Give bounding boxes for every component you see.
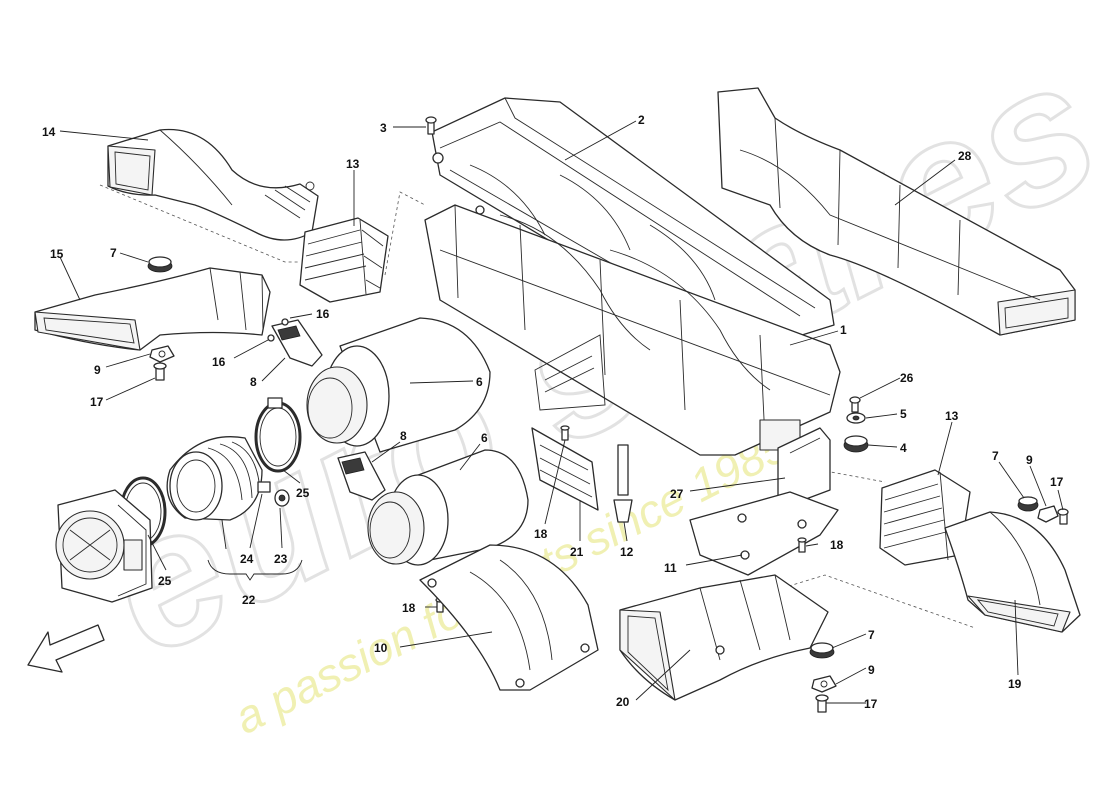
part-26-screw (849, 396, 861, 413)
part-18-screw-right (797, 537, 807, 553)
callout-9-right: 9 (1026, 453, 1033, 467)
callout-7-right: 7 (992, 449, 999, 463)
callout-18-lower: 18 (402, 601, 416, 615)
callout-19: 19 (1008, 677, 1022, 691)
callout-12: 12 (620, 545, 634, 559)
callout-7-lower: 7 (868, 628, 875, 642)
part-9-nut-upper (149, 345, 175, 363)
callout-13-right: 13 (945, 409, 959, 423)
callout-11: 11 (664, 561, 677, 575)
callout-16-upper: 16 (316, 307, 330, 321)
part-17-bolt-lower (815, 694, 829, 713)
part-2-airbox-cover (431, 97, 835, 346)
callout-27: 27 (670, 487, 684, 501)
callout-18-right: 18 (830, 538, 844, 552)
callout-8-upper: 8 (250, 375, 257, 389)
part-20-lower-duct (619, 574, 829, 701)
callout-21: 21 (570, 545, 584, 559)
callout-17-lower: 17 (864, 697, 878, 711)
part-8-sensor-lower (337, 451, 386, 501)
part-19-right-duct (944, 511, 1081, 633)
arrow-down-left-icon (27, 624, 105, 673)
part-23-fitting (274, 489, 290, 507)
part-28-duct (717, 87, 1076, 336)
callout-9-lower: 9 (868, 663, 875, 677)
part-3-bolt (425, 116, 437, 135)
callout-2: 2 (638, 113, 645, 127)
callout-4: 4 (900, 441, 907, 455)
callout-25-upper: 25 (296, 486, 310, 500)
callout-17-upper: 17 (90, 395, 104, 409)
part-12-pin (613, 444, 633, 523)
part-5-grommet (846, 412, 866, 424)
part-10-shield (419, 544, 599, 691)
part-9-nut-right (1037, 505, 1059, 523)
part-11-plate (689, 491, 839, 576)
part-1-airbox-housing (424, 204, 841, 456)
callout-8-lower: 8 (400, 429, 407, 443)
callout-26: 26 (900, 371, 914, 385)
part-25-clamp-upper (254, 397, 302, 473)
callout-15: 15 (50, 247, 64, 261)
callout-3: 3 (380, 121, 387, 135)
callout-6-lower: 6 (481, 431, 488, 445)
part-9-nut-lower (811, 675, 837, 693)
callout-14: 14 (42, 125, 56, 139)
callout-23: 23 (274, 552, 288, 566)
callout-20: 20 (616, 695, 630, 709)
assembly-guides (99, 184, 976, 629)
part-7-grommet-right (1017, 496, 1039, 512)
callout-10: 10 (374, 641, 388, 655)
part-18-screw-mid (560, 425, 570, 441)
callout-7-upper: 7 (110, 246, 117, 260)
part-24-bellows-hose (166, 436, 271, 521)
part-17-bolt-right (1057, 508, 1069, 525)
callout-18-mid: 18 (534, 527, 548, 541)
part-8-sensor-upper (267, 318, 323, 367)
part-7-grommet-upper (147, 256, 173, 273)
callout-1: 1 (840, 323, 847, 337)
callout-22: 22 (242, 593, 256, 607)
leader-lines (59, 120, 1064, 704)
part-4-grommet (843, 435, 869, 453)
callout-labels: 14 13 3 2 28 7 15 16 16 9 17 8 6 1 26 5 … (42, 113, 1064, 711)
callout-17-right: 17 (1050, 475, 1064, 489)
part-7-grommet-lower (809, 642, 835, 659)
part-17-bolt-upper (153, 362, 167, 381)
part-21-bracket (531, 427, 599, 511)
part-15-side-duct (34, 267, 271, 351)
part-14-intake-duct (107, 128, 319, 241)
part-6-filter-lower (367, 449, 529, 566)
callout-9-upper: 9 (94, 363, 101, 377)
callout-16-lower: 16 (212, 355, 226, 369)
part-6-filter-upper (306, 317, 491, 453)
callout-24: 24 (240, 552, 254, 566)
callout-25-lower: 25 (158, 574, 172, 588)
part-13-bellows-upper (299, 217, 389, 303)
callout-5: 5 (900, 407, 907, 421)
callout-28: 28 (958, 149, 972, 163)
callout-13-upper: 13 (346, 157, 360, 171)
callout-6-upper: 6 (476, 375, 483, 389)
throttle-body (55, 489, 153, 603)
